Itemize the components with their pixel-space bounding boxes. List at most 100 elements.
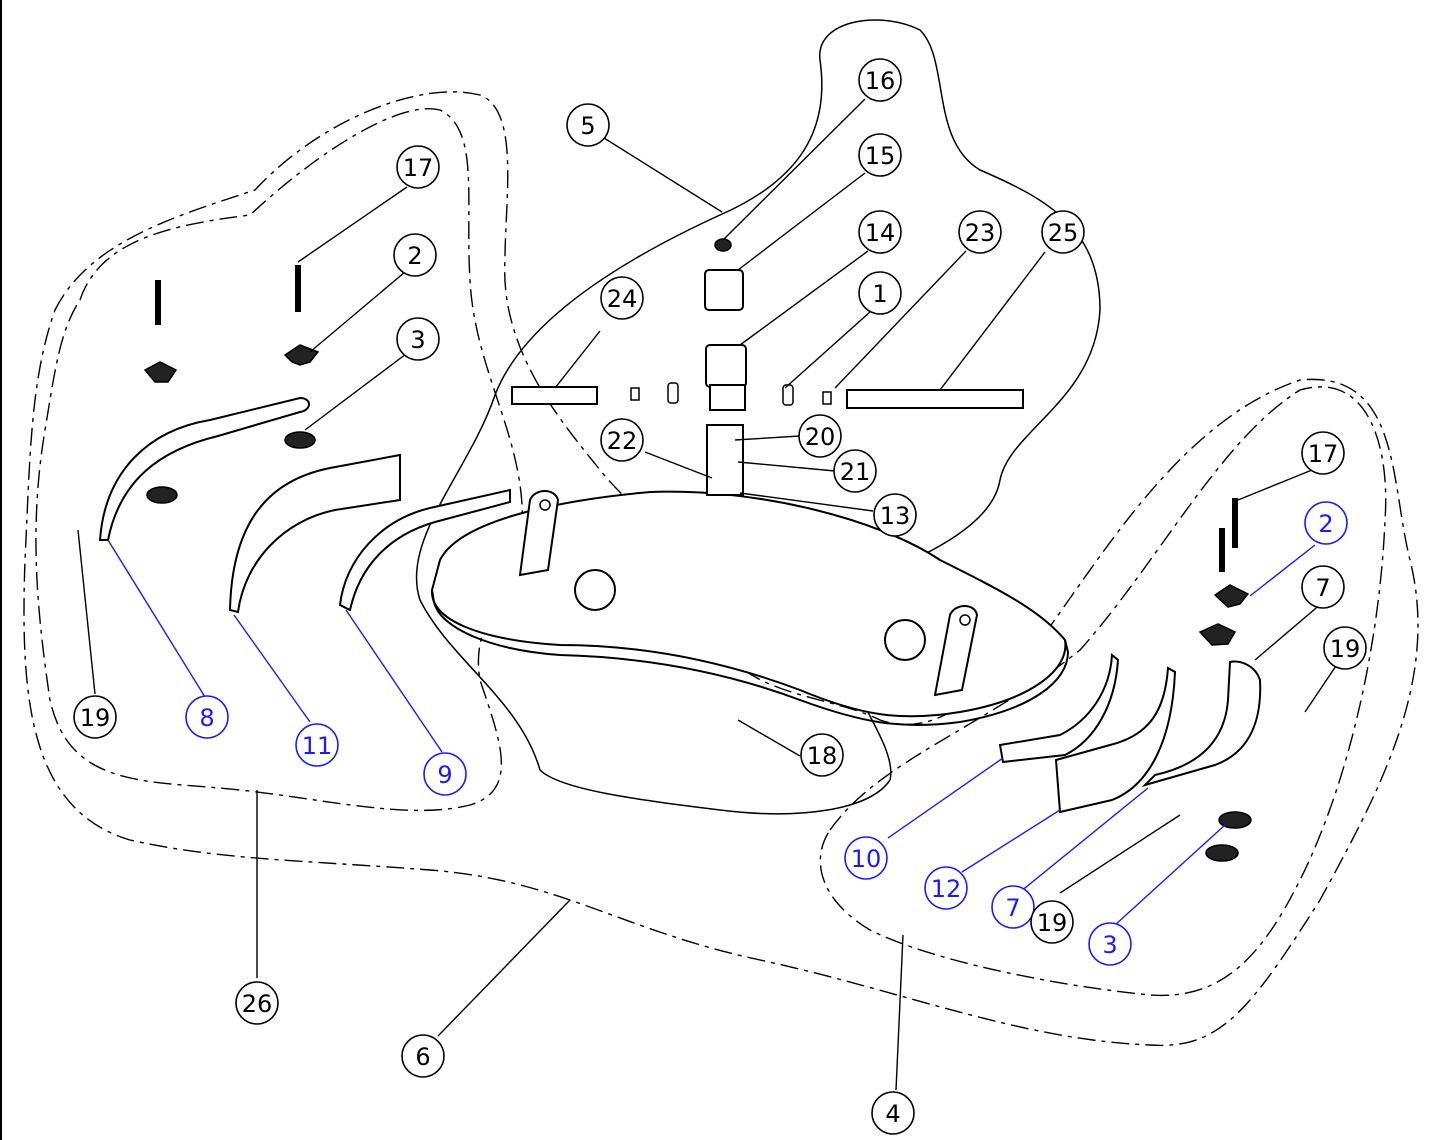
- balloon-26: 26: [235, 981, 279, 1025]
- balloon-circle: [566, 103, 610, 147]
- balloon-label: 24: [607, 285, 638, 313]
- balloon-12: 12: [924, 866, 968, 910]
- valve-body: [709, 384, 746, 411]
- spacer-left: [630, 387, 640, 401]
- balloon-23: 23: [958, 210, 1002, 254]
- balloon-24: 24: [600, 276, 644, 320]
- balloon-circle: [393, 233, 437, 277]
- balloon-circle: [600, 276, 644, 320]
- balloon-label: 17: [1308, 440, 1339, 468]
- valve-14: [705, 344, 747, 388]
- cap-16: [714, 238, 732, 252]
- balloon-label: 23: [965, 219, 996, 247]
- right-plate-12: [1054, 666, 1177, 814]
- balloon-label: 19: [1037, 909, 1068, 937]
- balloon-label: 5: [580, 112, 595, 140]
- balloon-label: 4: [885, 1100, 900, 1128]
- base-hole-left: [574, 569, 616, 611]
- balloon-4: 4: [871, 1091, 915, 1135]
- balloon-label: 8: [199, 704, 214, 732]
- balloon-circle: [1304, 501, 1348, 545]
- balloon-19c: 19: [1030, 900, 1074, 944]
- balloon-6: 6: [401, 1034, 445, 1078]
- boundary-group-26: [35, 108, 524, 812]
- balloon-16: 16: [858, 58, 902, 102]
- balloon-label: 1: [872, 280, 887, 308]
- balloon-label: 2: [407, 242, 422, 270]
- balloon-circle: [401, 1034, 445, 1078]
- balloon-circle: [1088, 922, 1132, 966]
- boundary-group-4: [819, 386, 1387, 997]
- mount-13: [706, 424, 744, 496]
- fitting-left: [667, 382, 679, 404]
- balloon-label: 7: [1005, 894, 1020, 922]
- balloon-circle: [1301, 565, 1345, 609]
- balloon-1: 1: [858, 271, 902, 315]
- balloon-circle: [73, 695, 117, 739]
- nut-3-left-b: [146, 486, 178, 504]
- balloon-circle: [858, 58, 902, 102]
- balloon-label: 6: [415, 1043, 430, 1071]
- balloon-circle: [800, 733, 844, 777]
- balloon-circle: [833, 449, 877, 493]
- balloon-17a: 17: [396, 145, 440, 189]
- balloon-5: 5: [566, 103, 610, 147]
- balloon-label: 3: [410, 326, 425, 354]
- balloon-circle: [844, 836, 888, 880]
- balloon-label: 3: [1102, 931, 1117, 959]
- rod-24: [511, 386, 598, 405]
- nut-3-right-b: [1205, 844, 1239, 862]
- balloon-circle: [1030, 900, 1074, 944]
- balloon-label: 20: [805, 423, 836, 451]
- balloon-18: 18: [800, 733, 844, 777]
- balloon-21: 21: [833, 449, 877, 493]
- balloon-label: 7: [1315, 574, 1330, 602]
- balloon-17b: 17: [1301, 431, 1345, 475]
- balloon-14: 14: [858, 210, 902, 254]
- balloon-9: 9: [423, 752, 467, 796]
- right-plate-10: [998, 652, 1120, 764]
- bracket-right: [933, 605, 979, 697]
- bracket-left-hole: [539, 499, 551, 511]
- balloon-circle: [1041, 210, 1085, 254]
- balloon-19a: 19: [73, 695, 117, 739]
- left-plate-11: [228, 453, 401, 614]
- knob-2-left: [283, 344, 320, 366]
- balloon-label: 13: [880, 502, 911, 530]
- balloon-circle: [991, 885, 1035, 929]
- balloon-label: 17: [403, 154, 434, 182]
- balloon-circle: [185, 695, 229, 739]
- balloon-7b: 7: [991, 885, 1035, 929]
- balloon-label: 11: [302, 732, 333, 760]
- balloon-circle: [600, 418, 644, 462]
- nut-3-right-a: [1218, 811, 1252, 829]
- balloon-2a: 2: [393, 233, 437, 277]
- balloon-7a: 7: [1301, 565, 1345, 609]
- balloon-circle: [958, 210, 1002, 254]
- balloon-circle: [423, 752, 467, 796]
- balloon-circle: [396, 145, 440, 189]
- balloon-label: 16: [865, 67, 896, 95]
- balloon-19b: 19: [1323, 626, 1367, 670]
- balloon-15: 15: [858, 133, 902, 177]
- bracket-right-hole: [959, 614, 971, 626]
- boundary-group-5: [415, 19, 1101, 815]
- right-plate-7: [1141, 660, 1262, 788]
- left-plate-9: [338, 488, 511, 612]
- balloon-circle: [798, 414, 842, 458]
- nut-3-left: [284, 431, 316, 449]
- balloon-circle: [1301, 431, 1345, 475]
- balloon-label: 14: [865, 219, 896, 247]
- knob-2-right-b: [1198, 623, 1237, 646]
- coil-15: [704, 269, 744, 311]
- balloon-label: 12: [931, 875, 962, 903]
- base-hole-right: [884, 619, 926, 661]
- balloon-20: 20: [798, 414, 842, 458]
- leader-lines: [77, 98, 1341, 1091]
- balloon-11: 11: [295, 723, 339, 767]
- knob-2-left-b: [143, 361, 178, 383]
- balloon-22: 22: [600, 418, 644, 462]
- rod-25: [846, 389, 1024, 409]
- left-plate-8: [98, 396, 310, 541]
